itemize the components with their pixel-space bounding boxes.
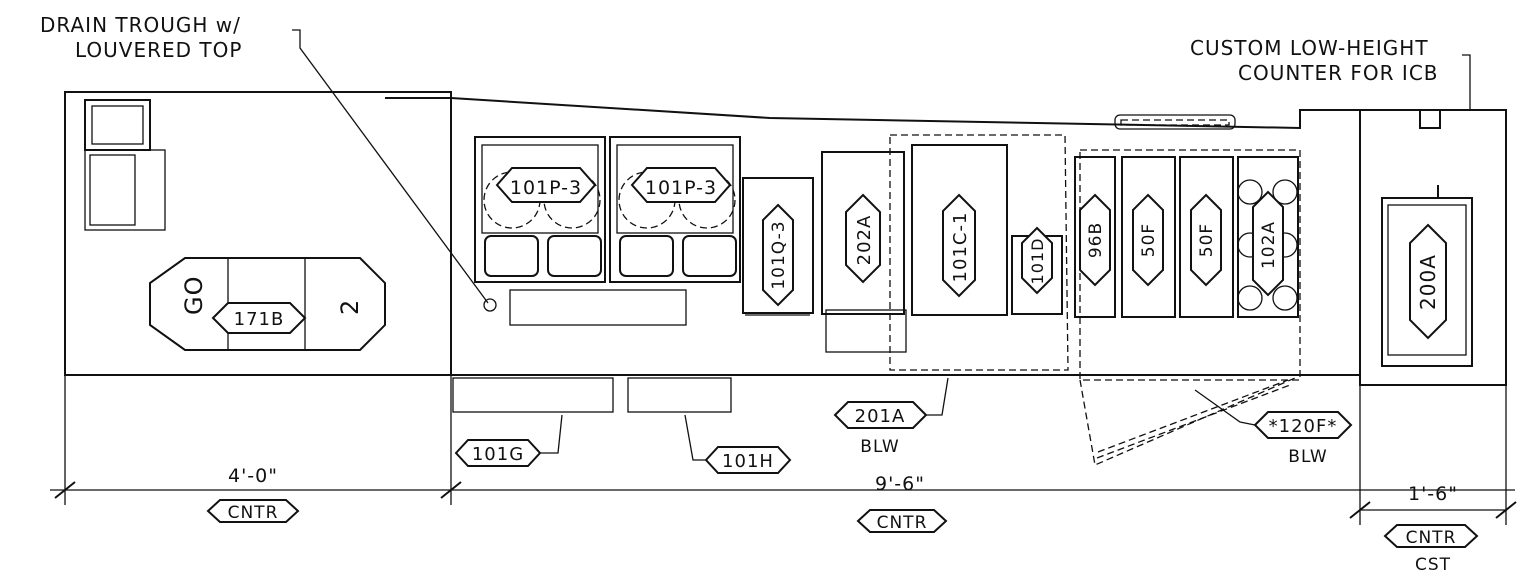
- go-sign-text: GO: [180, 276, 208, 316]
- left-counter: GO 2 171B: [64, 91, 452, 376]
- svg-text:101D: 101D: [1028, 238, 1047, 285]
- dimension-right: 1'-6" CNTR CST: [1383, 483, 1479, 575]
- svg-text:200A: 200A: [1416, 254, 1440, 310]
- svg-text:CST: CST: [1415, 555, 1451, 575]
- svg-text:101G: 101G: [472, 444, 524, 465]
- dimension-left: 4'-0" CNTR: [206, 465, 300, 523]
- svg-text:101C-1: 101C-1: [950, 212, 971, 283]
- drain-fitting: [483, 298, 497, 312]
- unit-96b: 96B: [1074, 156, 1116, 318]
- callout-201a: 201A BLW: [833, 377, 949, 457]
- svg-text:COUNTER FOR ICB: COUNTER FOR ICB: [1238, 61, 1439, 85]
- svg-text:96B: 96B: [1086, 222, 1106, 258]
- counter-fixture-outline: [84, 149, 166, 231]
- unit-101q3: 101Q-3: [742, 177, 814, 316]
- svg-text:CUSTOM LOW-HEIGHT: CUSTOM LOW-HEIGHT: [1190, 36, 1429, 60]
- middle-counter: 101P-3 101P-3 101Q-3 202A: [385, 97, 1361, 466]
- tag-200a: [1409, 223, 1447, 340]
- svg-text:CNTR: CNTR: [1406, 528, 1457, 548]
- unit-102a: 102A: [1237, 156, 1299, 318]
- svg-text:9'-6": 9'-6": [875, 473, 925, 495]
- callout-101g: 101G: [454, 414, 563, 467]
- svg-text:202A: 202A: [854, 215, 875, 266]
- dimension-middle: 9'-6" CNTR: [856, 473, 948, 533]
- counter-fixture-box: [84, 99, 151, 151]
- svg-text:BLW: BLW: [860, 437, 899, 457]
- fryer-101p3-right: 101P-3: [609, 136, 741, 283]
- callout-120f: *120F* BLW: [1194, 389, 1353, 467]
- svg-text:101Q-3: 101Q-3: [769, 220, 789, 289]
- svg-text:101H: 101H: [722, 451, 774, 472]
- tag-101p3-right: 101P-3: [645, 177, 717, 199]
- svg-text:CNTR: CNTR: [877, 513, 928, 533]
- note-drain-trough: DRAIN TROUGH w/ LOUVERED TOP: [40, 13, 489, 304]
- fryer-101p3-left: 101P-3: [474, 136, 687, 326]
- svg-text:CNTR: CNTR: [228, 503, 279, 523]
- dimension-line: [50, 375, 1517, 525]
- svg-text:LOUVERED TOP: LOUVERED TOP: [75, 38, 242, 62]
- svg-text:DRAIN TROUGH w/: DRAIN TROUGH w/: [40, 13, 241, 37]
- unit-120f-below: [1079, 149, 1301, 381]
- unit-101c1: 101C-1: [889, 134, 1069, 371]
- tag-101p3-left: 101P-3: [510, 177, 582, 199]
- tag-171b: 171B: [211, 302, 307, 334]
- go-sign-octagon: [149, 257, 386, 351]
- svg-text:1'-6": 1'-6": [1408, 483, 1458, 505]
- svg-text:*120F*: *120F*: [1269, 416, 1338, 437]
- unit-202a: 202A: [821, 151, 907, 353]
- svg-text:171B: 171B: [234, 309, 285, 330]
- under-counter-101h: [627, 377, 732, 413]
- svg-text:201A: 201A: [855, 406, 906, 427]
- unit-50f-left: 50F: [1121, 156, 1176, 318]
- svg-text:4'-0": 4'-0": [228, 465, 278, 487]
- unit-101d: 101D: [1011, 226, 1063, 315]
- top-grille: [1114, 114, 1236, 130]
- two-sign-text: 2: [336, 299, 364, 315]
- svg-text:50F: 50F: [1139, 223, 1159, 257]
- note-custom-counter: CUSTOM LOW-HEIGHT COUNTER FOR ICB: [1190, 36, 1471, 110]
- unit-50f-right: 50F: [1179, 156, 1234, 318]
- callout-101h: 101H: [684, 414, 792, 474]
- svg-text:50F: 50F: [1197, 223, 1217, 257]
- under-counter-101g: [452, 377, 614, 413]
- right-counter: 200A: [1359, 109, 1507, 386]
- svg-text:BLW: BLW: [1288, 447, 1327, 467]
- svg-text:102A: 102A: [1259, 221, 1279, 269]
